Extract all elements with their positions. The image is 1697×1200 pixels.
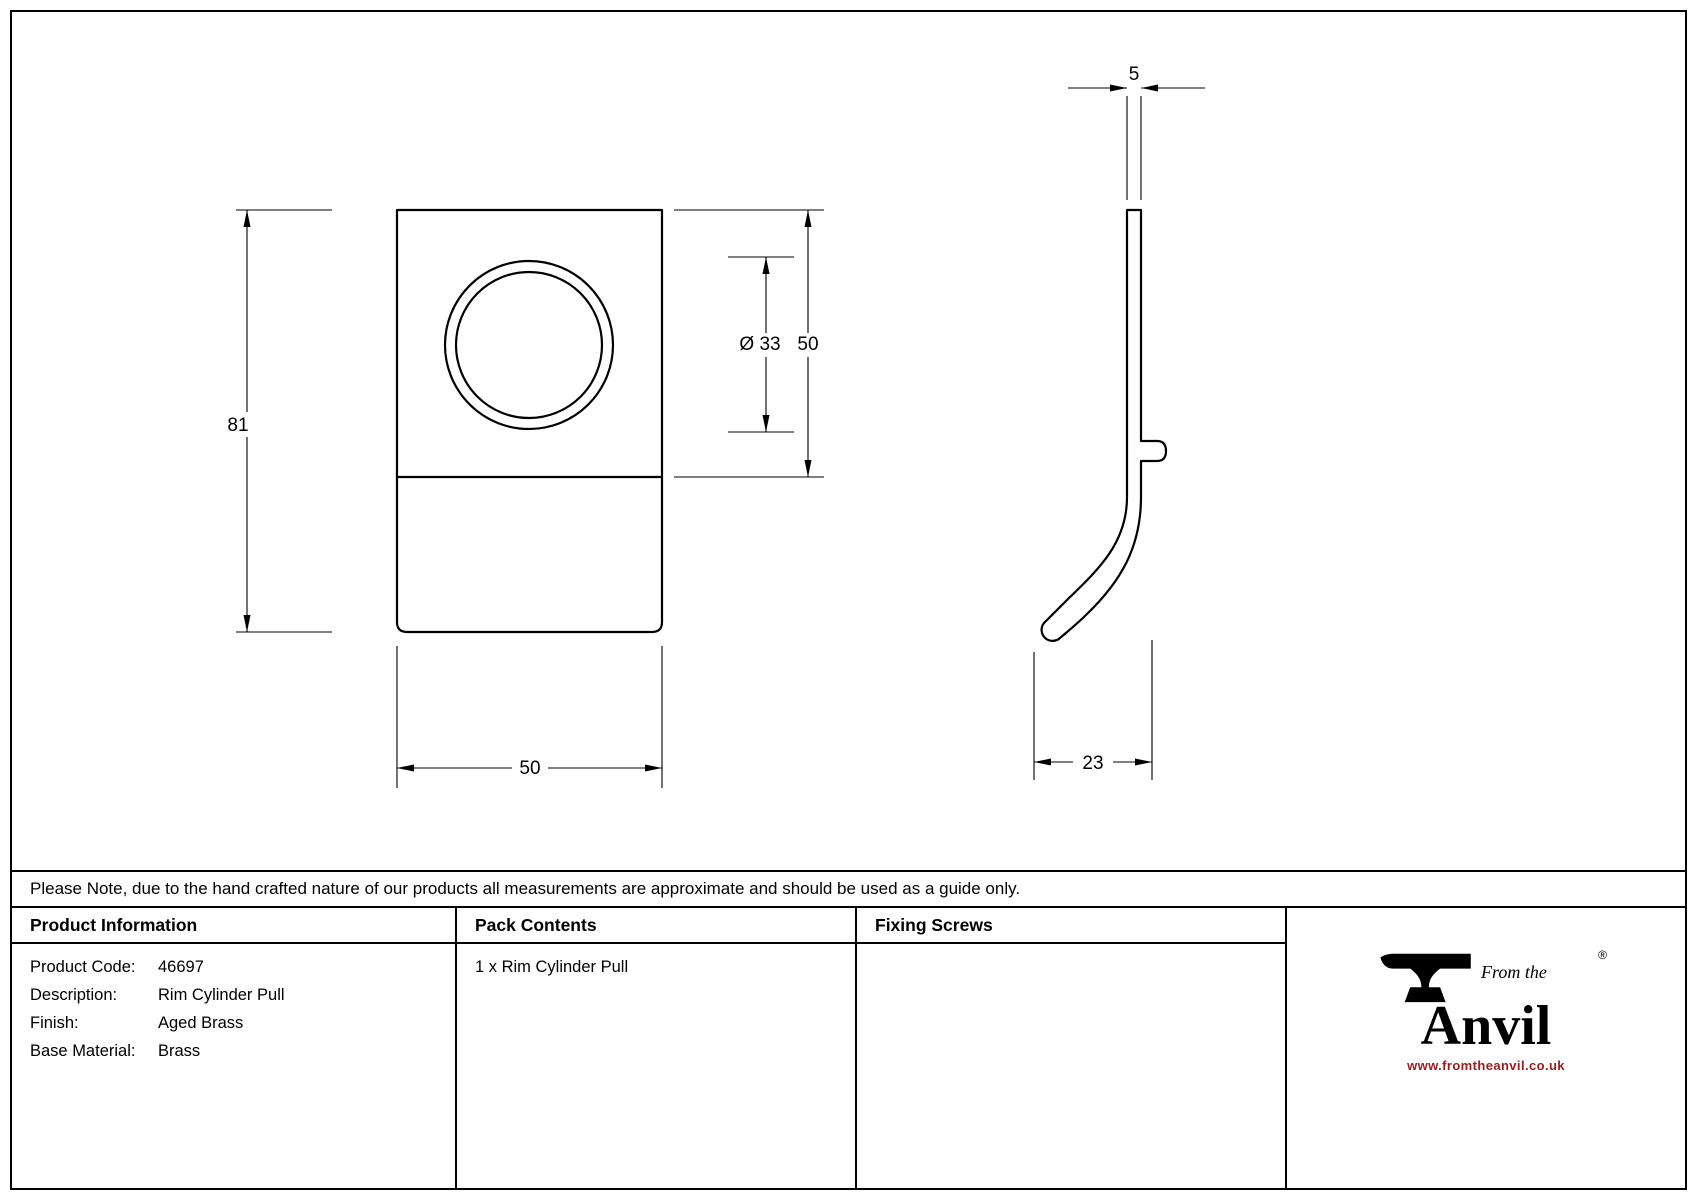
side-profile-outline [1040, 208, 1168, 642]
dim-label-front-width: 50 [519, 758, 540, 779]
pack-contents-section: Pack Contents 1 x Rim Cylinder Pull [455, 908, 855, 1188]
table-row: Finish: Aged Brass [30, 1014, 437, 1033]
base-material-value: Brass [158, 1042, 201, 1060]
logo-url: www.fromtheanvil.co.uk [1407, 1058, 1565, 1073]
fixing-screws-value [857, 944, 1285, 972]
dimension-side-thickness: 5 [1068, 64, 1205, 200]
pack-contents-header: Pack Contents [457, 908, 855, 944]
product-code-value: 46697 [158, 958, 204, 976]
product-information-body: Product Code: 46697 Description: Rim Cyl… [12, 944, 455, 1084]
product-code-label: Product Code: [30, 958, 136, 976]
page-frame: 81 50 Ø 33 [10, 10, 1687, 1190]
dim-label-side-depth: 23 [1082, 753, 1103, 774]
logo-tagline: From the [1481, 962, 1547, 982]
registered-trademark-icon: ® [1598, 948, 1607, 962]
dim-label-side-thickness: 5 [1129, 64, 1140, 85]
dim-label-front-height: 81 [227, 415, 248, 436]
logo-section: From the ® Anvil www.fromtheanvil.co.uk [1285, 908, 1685, 1188]
info-table: Product Information Product Code: 46697 … [12, 908, 1685, 1188]
dimension-hole-diameter: Ø 33 [728, 256, 794, 433]
description-label: Description: [30, 986, 118, 1004]
dim-label-cylinder-height: 50 [797, 334, 818, 355]
dimension-side-depth: 23 [1033, 640, 1153, 780]
dimension-cylinder-height: 50 [674, 209, 827, 478]
table-row: Base Material: Brass [30, 1042, 437, 1061]
description-value: Rim Cylinder Pull [158, 986, 285, 1004]
product-information-header: Product Information [12, 908, 455, 944]
dimension-front-width: 50 [396, 646, 663, 788]
fixing-screws-section: Fixing Screws [855, 908, 1285, 1188]
side-view [1040, 208, 1168, 642]
dimensions: 81 50 Ø 33 [221, 64, 1205, 788]
cylinder-hole-outer-circle [443, 259, 615, 431]
base-material-label: Base Material: [30, 1042, 136, 1060]
logo-wordmark: Anvil [1420, 995, 1552, 1057]
pack-contents-value: 1 x Rim Cylinder Pull [475, 958, 629, 976]
finish-label: Finish: [30, 1014, 79, 1032]
dimension-front-height: 81 [221, 209, 332, 633]
technical-drawing: 81 50 Ø 33 [221, 64, 1205, 788]
fixing-screws-header: Fixing Screws [857, 908, 1285, 944]
front-plate-outline [395, 208, 664, 634]
anvil-icon [1380, 953, 1471, 1003]
note-text: Please Note, due to the hand crafted nat… [30, 879, 1021, 898]
cylinder-hole-inner-circle [454, 270, 604, 420]
table-row: Description: Rim Cylinder Pull [30, 986, 437, 1005]
note-row: Please Note, due to the hand crafted nat… [12, 870, 1685, 908]
table-row: Product Code: 46697 [30, 958, 437, 977]
front-view [395, 208, 664, 634]
product-information-section: Product Information Product Code: 46697 … [12, 908, 455, 1188]
dim-label-hole-diameter: Ø 33 [739, 334, 780, 355]
finish-value: Aged Brass [158, 1014, 244, 1032]
brand-logo: From the ® Anvil www.fromtheanvil.co.uk [1380, 948, 1607, 1078]
